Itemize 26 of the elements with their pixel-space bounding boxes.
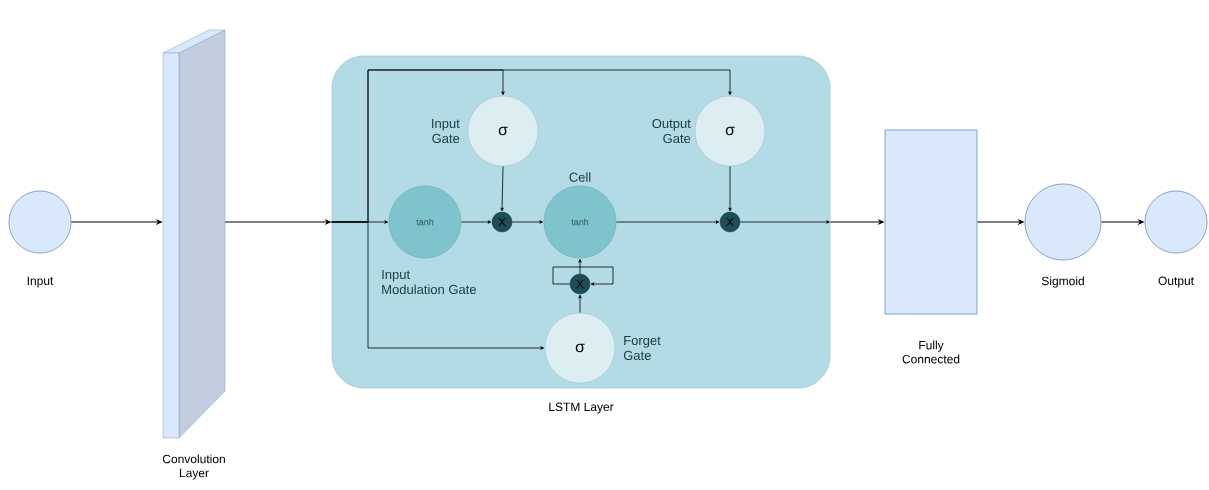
node-label: Sigmoid	[1041, 276, 1084, 288]
neuron-circle	[8, 190, 72, 254]
arrow	[739, 220, 830, 224]
arrow	[578, 294, 582, 313]
neuron-circle	[1024, 183, 1102, 261]
arrow	[578, 259, 582, 275]
neuron-circle	[1144, 190, 1208, 254]
gate-label: Cell	[569, 172, 591, 182]
gate-label: Output Gate	[652, 118, 691, 144]
layer-slab	[162, 29, 226, 439]
layer-label: LSTM Layer	[549, 402, 614, 414]
arrow	[500, 166, 504, 212]
layer-label: Convolution Layer	[162, 454, 225, 480]
gate-label: Forget Gate	[623, 335, 661, 361]
node-label: Output	[1158, 276, 1194, 288]
arrow	[331, 221, 545, 350]
layer-box	[884, 129, 978, 315]
layer-label: Fully Connected	[902, 340, 960, 364]
arrow	[511, 220, 544, 224]
arrow	[616, 220, 720, 224]
arrow	[461, 220, 492, 224]
gate-label: Input Modulation Gate	[382, 269, 476, 295]
arrow	[552, 266, 614, 286]
node-label: Input	[27, 276, 54, 288]
arrow	[728, 166, 732, 212]
gate-label: Input Gate	[432, 118, 460, 144]
